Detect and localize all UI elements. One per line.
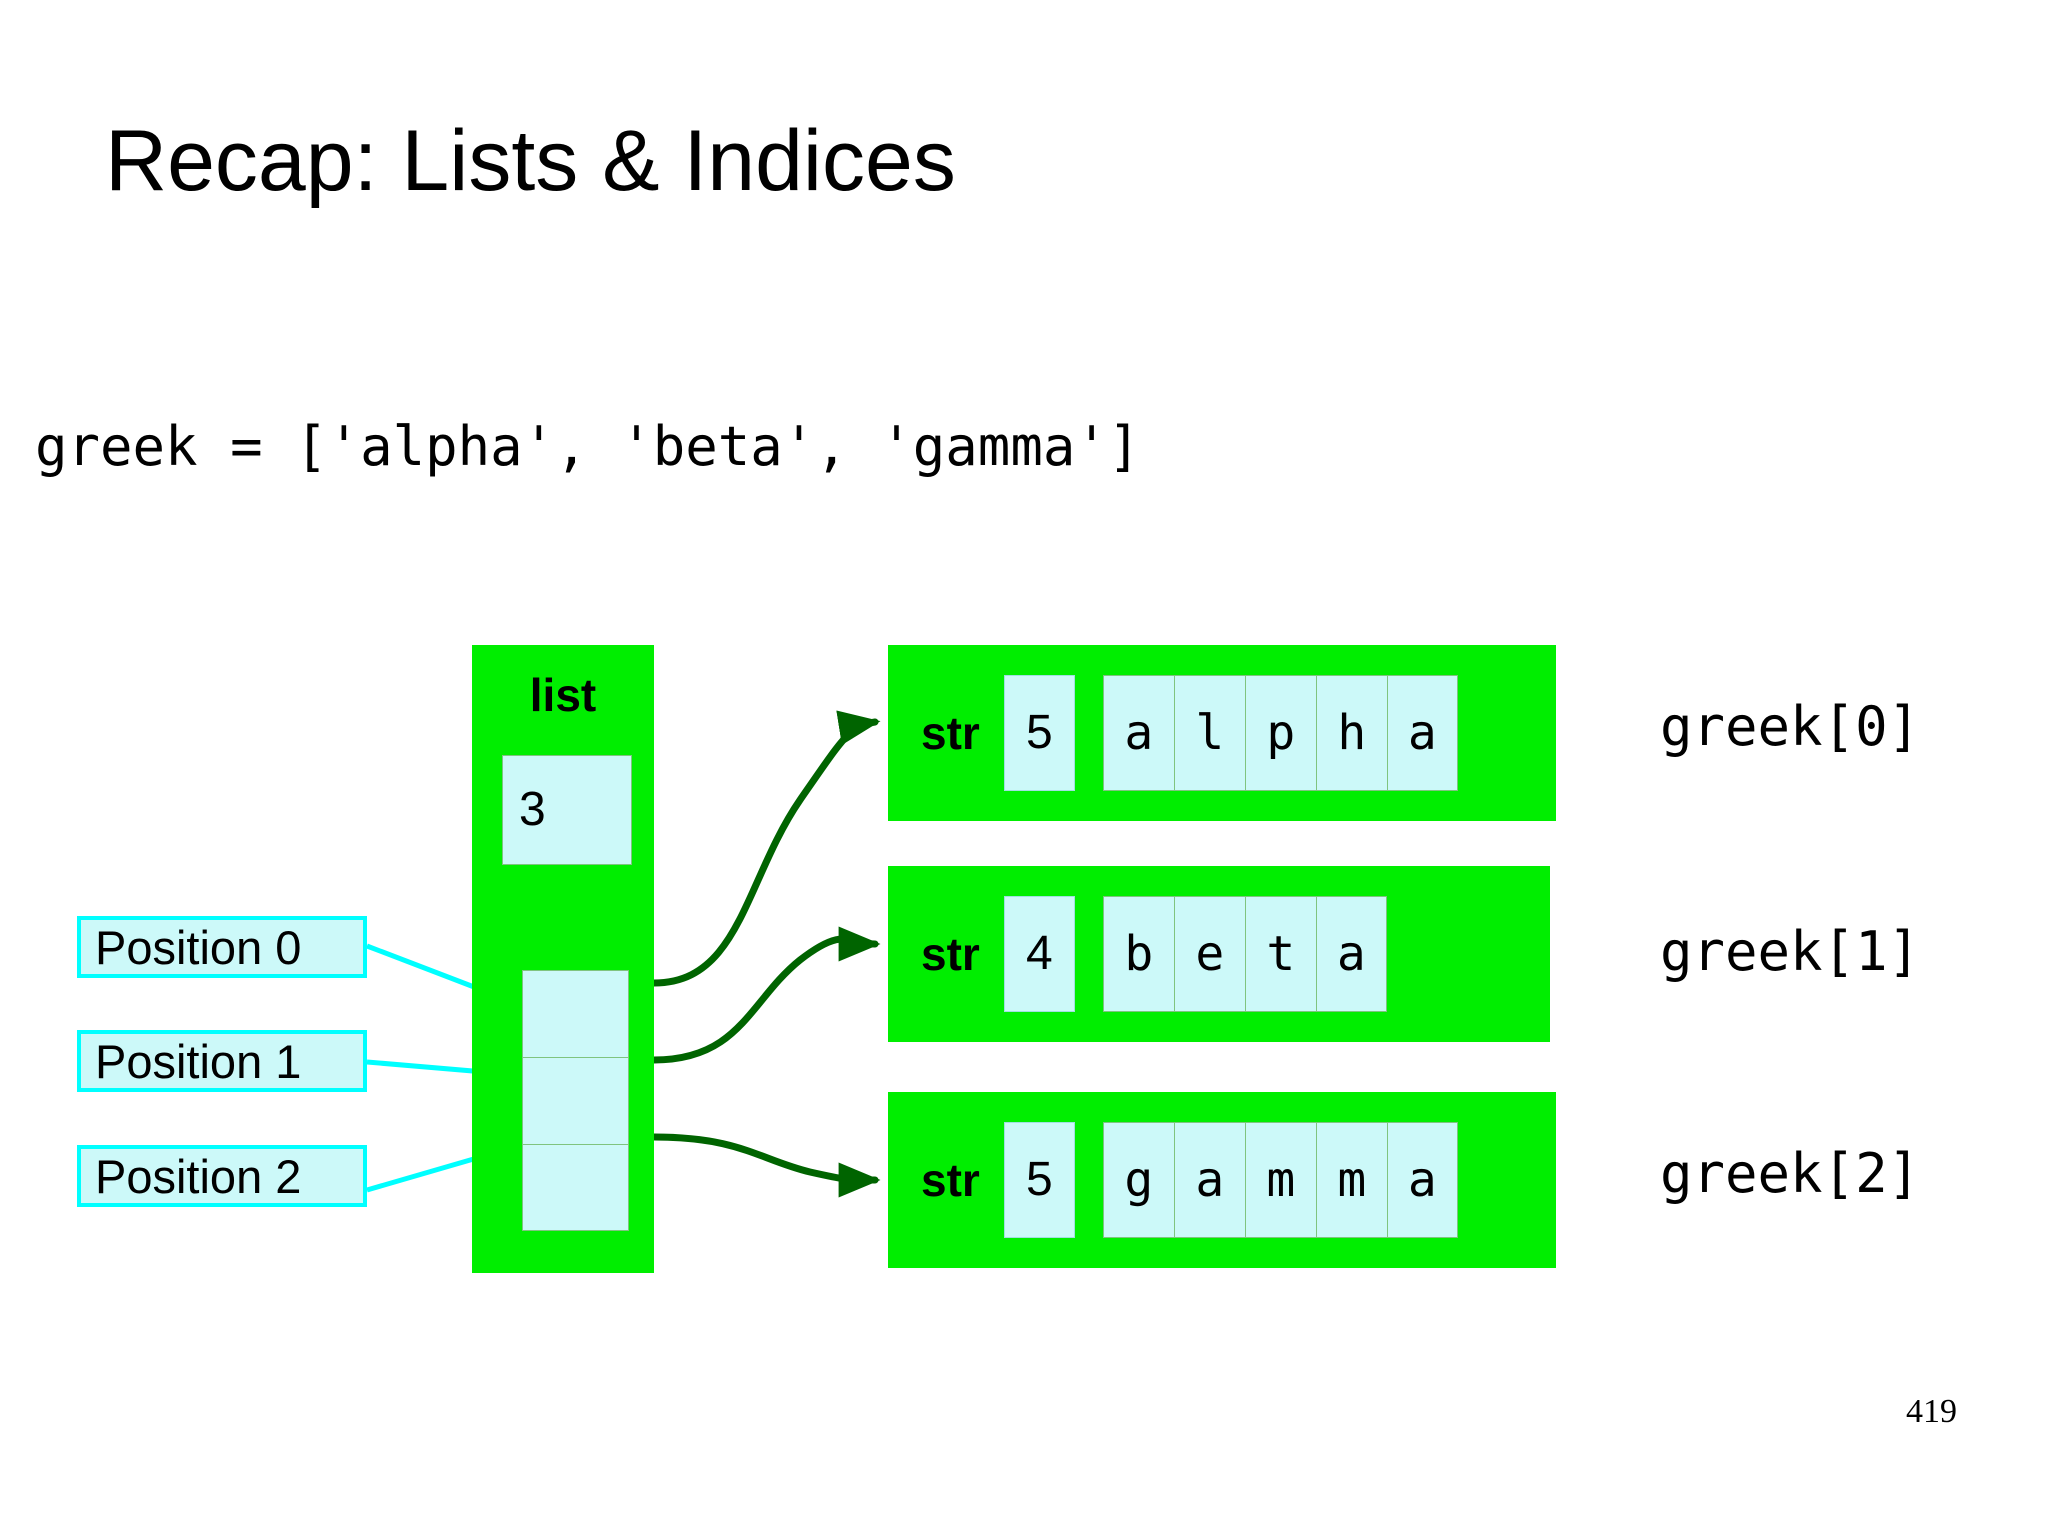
str-char-cells: a l p h a (1102, 675, 1458, 791)
str-char-cells: g a m m a (1102, 1122, 1458, 1238)
str-char-cell: p (1244, 675, 1316, 791)
str-char-cell: a (1102, 675, 1174, 791)
str-char-cell: g (1102, 1122, 1174, 1238)
str-char-cell: a (1315, 896, 1387, 1012)
str-char-cell: l (1173, 675, 1245, 791)
position-label-2: Position 2 (77, 1145, 367, 1207)
str-char-cell: a (1386, 1122, 1458, 1238)
list-length-cell: 3 (502, 755, 632, 865)
list-slot-1-reference-arrow (650, 926, 881, 1064)
position-label-0: Position 0 (77, 916, 367, 978)
str-object-2: str 5 g a m m a (888, 1092, 1556, 1268)
list-slot-0 (522, 970, 629, 1057)
list-slot-1 (522, 1057, 629, 1144)
list-type-label: list (529, 669, 597, 721)
list-slot-2-reference-arrow (650, 1133, 881, 1198)
list-slot-2 (522, 1144, 629, 1231)
code-line: greek = ['alpha', 'beta', 'gamma'] (35, 415, 1141, 478)
str-length-cell: 5 (1003, 1122, 1075, 1238)
list-slots (522, 970, 629, 1231)
position-label-1: Position 1 (77, 1030, 367, 1092)
str-char-cell: m (1244, 1122, 1316, 1238)
str-object-0: str 5 a l p h a (888, 645, 1556, 821)
str-char-cell: b (1102, 896, 1174, 1012)
index-label-0: greek[0] (1660, 695, 1921, 758)
page-title: Recap: Lists & Indices (105, 113, 956, 209)
list-object: list 3 (472, 645, 654, 1273)
str-char-cell: e (1173, 896, 1245, 1012)
str-length-cell: 5 (1003, 675, 1075, 791)
str-type-label: str (921, 928, 980, 980)
list-slot-0-reference-arrow (650, 710, 881, 987)
index-label-2: greek[2] (1660, 1142, 1921, 1205)
str-char-cell: a (1173, 1122, 1245, 1238)
page-number: 419 (1906, 1393, 1957, 1430)
str-type-label: str (921, 1154, 980, 1206)
str-char-cell: t (1244, 896, 1316, 1012)
str-char-cell: a (1386, 675, 1458, 791)
str-length-cell: 4 (1003, 896, 1075, 1012)
index-label-1: greek[1] (1660, 920, 1921, 983)
str-char-cells: b e t a (1102, 896, 1387, 1012)
list-reference-arrows (650, 710, 881, 1198)
str-char-cell: m (1315, 1122, 1387, 1238)
str-type-label: str (921, 707, 980, 759)
str-char-cell: h (1315, 675, 1387, 791)
str-object-1: str 4 b e t a (888, 866, 1550, 1042)
